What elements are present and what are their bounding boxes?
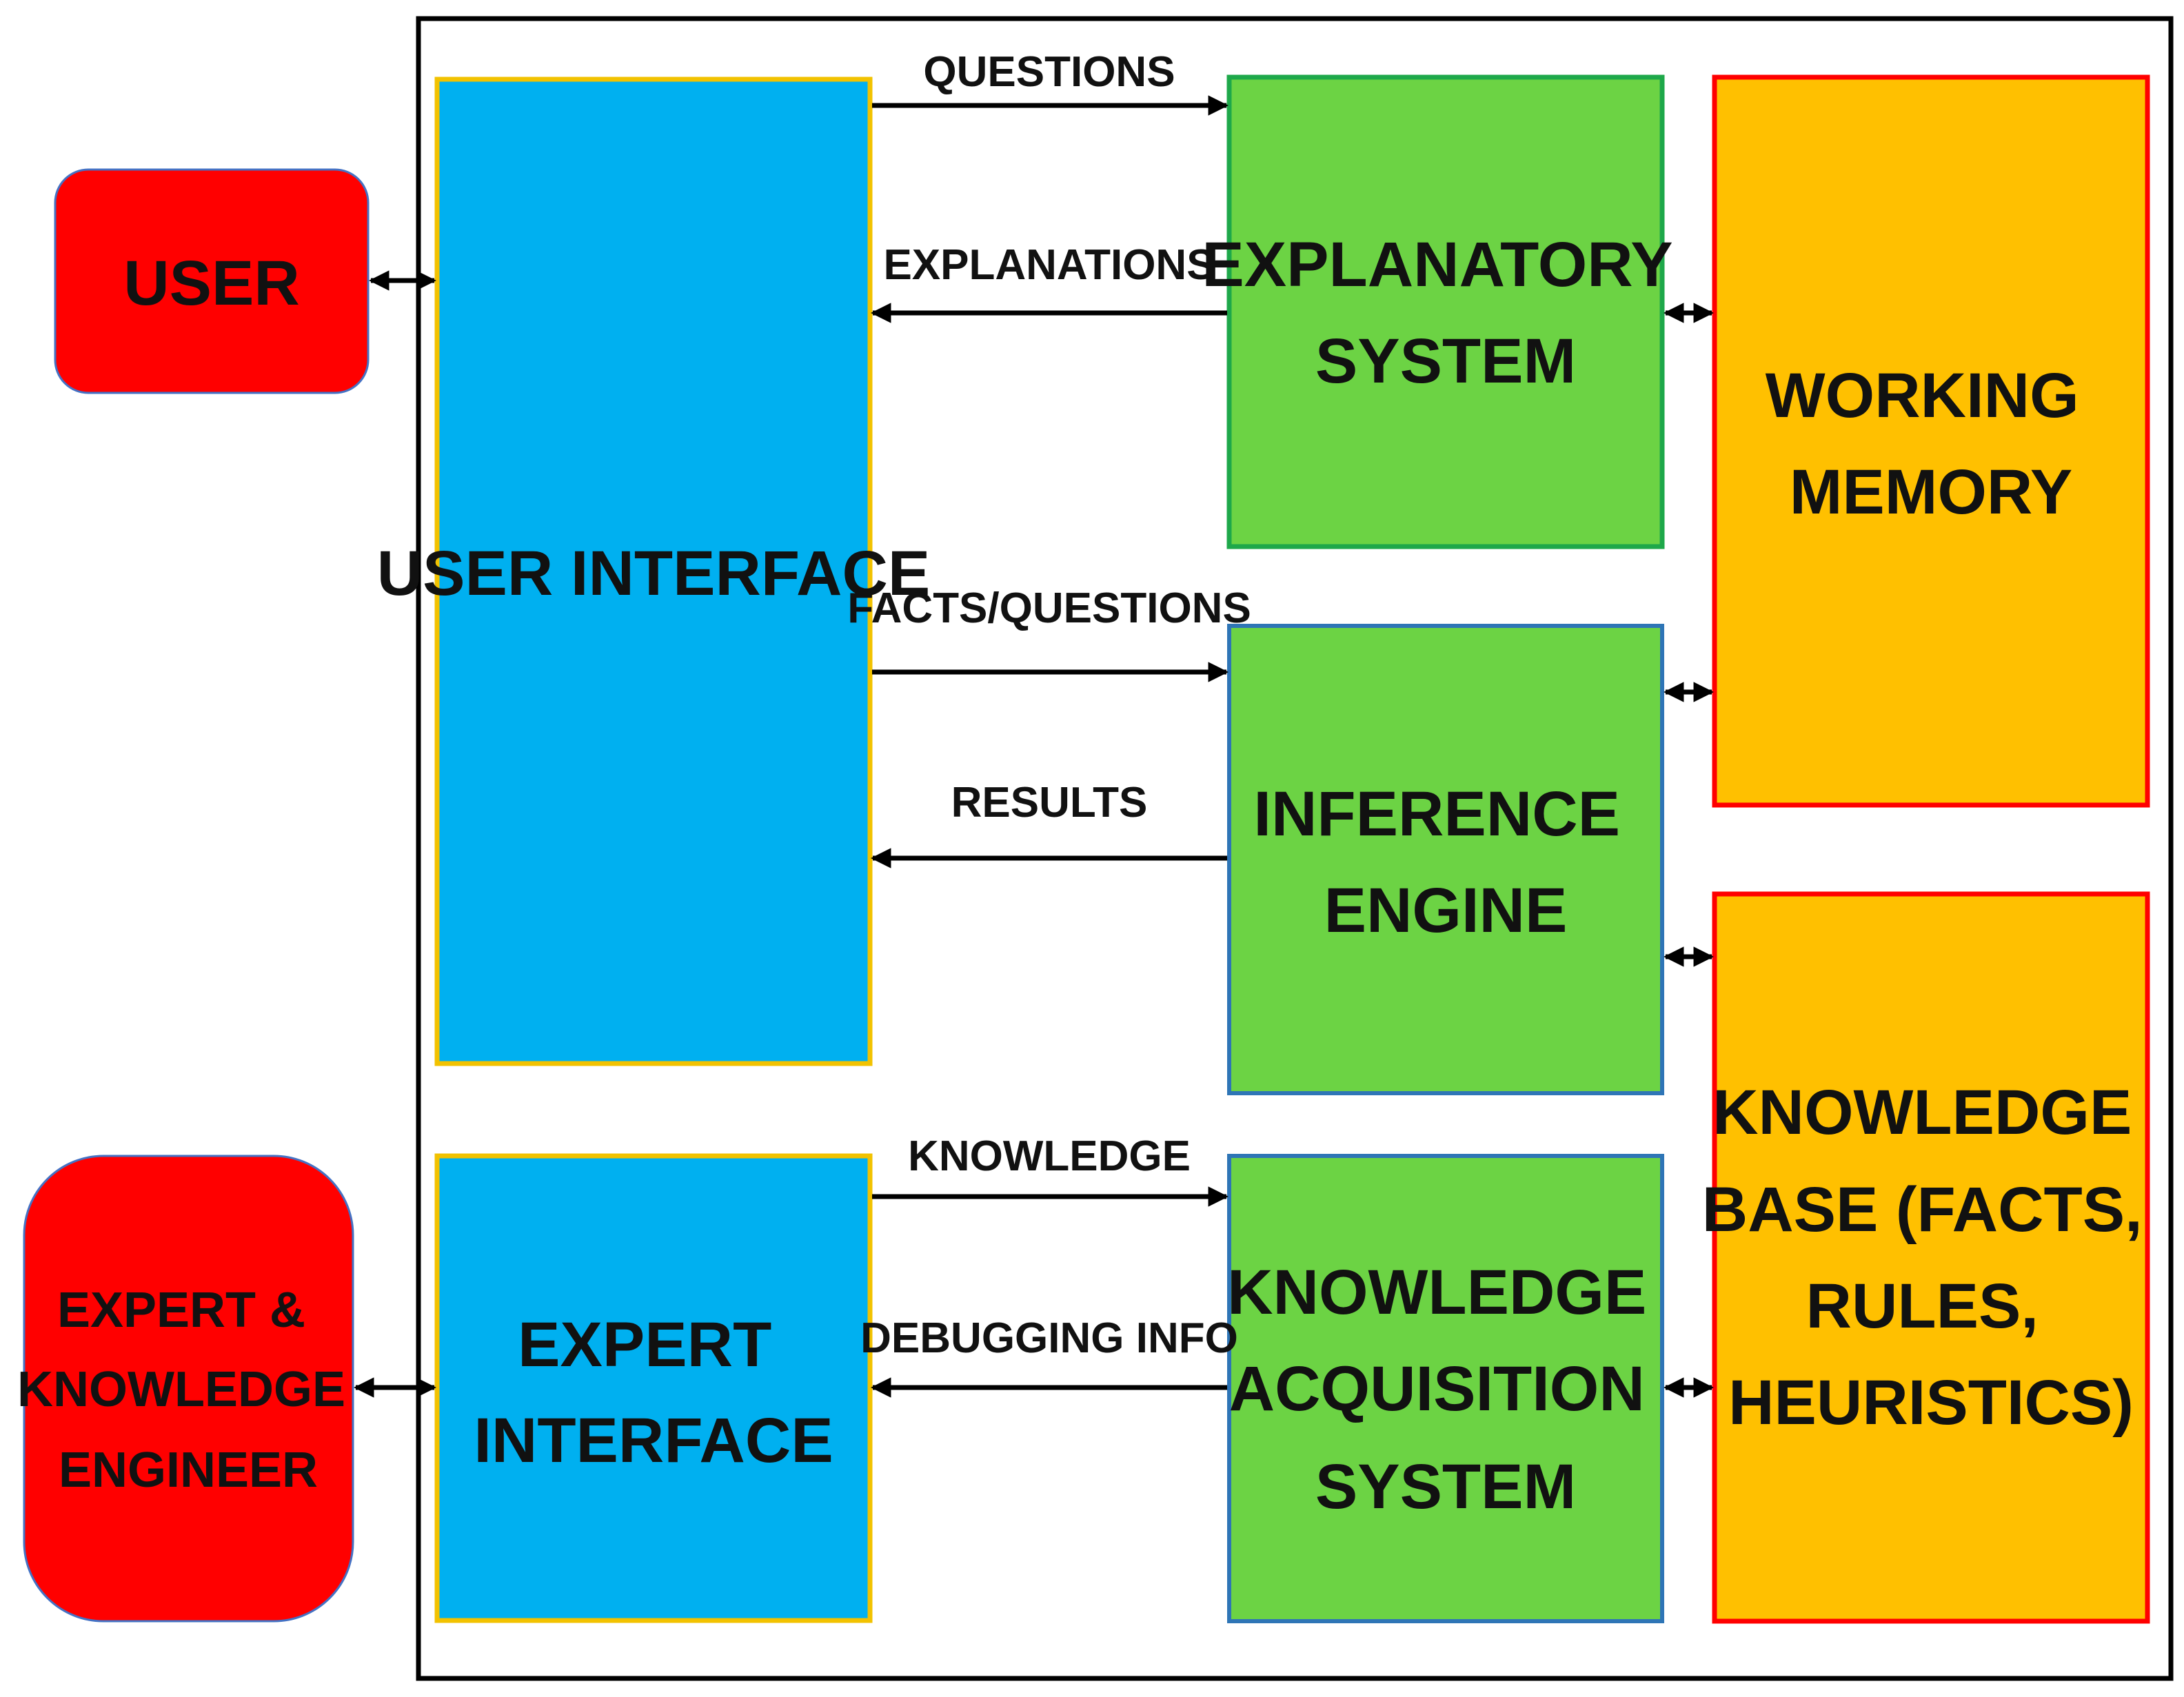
- user-interface-label: USER INTERFACE: [377, 538, 931, 609]
- working-memory-line-2: MEMORY: [1790, 457, 2073, 527]
- system-frame: [416, 16, 2174, 1681]
- inference-engine-line-1: INFERENCE: [1253, 779, 1620, 849]
- svg-text:EXPERT & KNOWLEDGE: EXPERT & KNOWLEDGE ENGINEER: [17, 1283, 359, 1498]
- working-memory-box: WORKING MEMORY: [1712, 74, 2150, 808]
- user-actor-label: USER: [123, 248, 300, 318]
- explanatory-system-line-1: EXPLANATORY: [1202, 230, 1672, 300]
- debugging-info-label: DEBUGGING INFO: [860, 1314, 1238, 1362]
- knowledge-base-line-1: KNOWLEDGE: [1712, 1077, 2132, 1148]
- svg-text:KNOWLEDGE ACQUISITION: KNOWLEDGE ACQUISITION SYSTEM: [1227, 1257, 1664, 1522]
- expert-interface-box: EXPERT INTERFACE: [434, 1153, 873, 1623]
- expert-actor-line-3: ENGINEER: [59, 1443, 318, 1498]
- questions-label: QUESTIONS: [923, 48, 1175, 96]
- knowledge-acquisition-line-2: ACQUISITION: [1229, 1354, 1645, 1424]
- expert-actor: EXPERT & KNOWLEDGE ENGINEER: [17, 1155, 359, 1623]
- knowledge-base-line-3: RULES,: [1806, 1271, 2039, 1341]
- facts-questions-label: FACTS/QUESTIONS: [847, 585, 1251, 632]
- svg-text:USER INTERFACE: USER INTERFACE: [377, 538, 931, 609]
- expert-interface-line-2: INTERFACE: [474, 1405, 833, 1476]
- results-label: RESULTS: [951, 779, 1148, 826]
- svg-text:KNOWLEDGE BASE (FACTS,: KNOWLEDGE BASE (FACTS, RULES, HEURISTICS…: [1702, 1077, 2161, 1438]
- svg-text:EXPLANATORY SYSTEM: EXPLANATORY SYSTEM: [1202, 230, 1689, 396]
- expert-actor-line-1: EXPERT &: [57, 1283, 305, 1338]
- knowledge-base-line-4: HEURISTICS): [1728, 1368, 2134, 1438]
- svg-text:WORKING MEMORY: WORKING MEMORY: [1766, 360, 2096, 527]
- knowledge-base-line-2: BASE (FACTS,: [1702, 1175, 2143, 1245]
- user-actor: USER: [54, 168, 370, 394]
- svg-text:INFERENCE ENGINE: INFERENCE ENGINE: [1253, 779, 1637, 946]
- knowledge-base-box: KNOWLEDGE BASE (FACTS, RULES, HEURISTICS…: [1702, 891, 2161, 1624]
- knowledge-acquisition-line-3: SYSTEM: [1315, 1452, 1576, 1522]
- explanatory-system-line-2: SYSTEM: [1315, 326, 1576, 396]
- explanatory-system-box: EXPLANATORY SYSTEM: [1202, 74, 1689, 549]
- expert-actor-line-2: KNOWLEDGE: [17, 1362, 345, 1417]
- inference-engine-line-2: ENGINE: [1324, 875, 1568, 946]
- inference-engine-box: INFERENCE ENGINE: [1227, 624, 1664, 1095]
- knowledge-acquisition-line-1: KNOWLEDGE: [1227, 1257, 1646, 1328]
- explanations-label: EXPLANATIONS: [883, 241, 1215, 289]
- knowledge-label: KNOWLEDGE: [908, 1132, 1191, 1180]
- svg-text:EXPERT INTERFACE: EXPERT INTERFACE: [474, 1310, 833, 1476]
- user-interface-box: USER INTERFACE: [377, 77, 931, 1066]
- expert-interface-line-1: EXPERT: [518, 1310, 771, 1380]
- working-memory-line-1: WORKING: [1766, 360, 2079, 431]
- svg-text:USER: USER: [123, 248, 300, 318]
- knowledge-acquisition-box: KNOWLEDGE ACQUISITION SYSTEM: [1227, 1154, 1664, 1623]
